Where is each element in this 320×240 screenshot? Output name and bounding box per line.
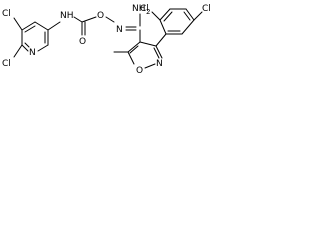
atom-o-isoxazole: O: [136, 66, 143, 76]
bond: [37, 44, 49, 52]
atom-cl-phenyl-left: Cl: [140, 4, 149, 14]
bond: [73, 16, 83, 23]
double-bond: [129, 45, 139, 54]
bond: [13, 17, 23, 31]
molecule-structure: Cl Cl N NH O O N NH 2 O N Cl Cl: [0, 0, 224, 91]
bond: [155, 33, 167, 47]
atom-cl-pyridine-top: Cl: [2, 9, 11, 19]
bond: [185, 8, 195, 21]
bond: [139, 41, 157, 47]
double-bond: [153, 47, 160, 59]
atom-nh2-subscript: 2: [146, 8, 150, 16]
double-bond: [163, 11, 173, 22]
bond: [159, 19, 167, 35]
bond: [127, 51, 135, 65]
bond: [127, 41, 141, 53]
bond: [159, 8, 171, 21]
bond: [181, 19, 195, 35]
bond: [105, 16, 115, 23]
bond: [47, 21, 61, 31]
bond: [21, 44, 29, 52]
phenyl-ring: [159, 8, 195, 35]
atom-nh2-amidine: NH: [132, 4, 146, 14]
pyridine-ring: [21, 21, 49, 52]
atom-o-carbonyl: O: [79, 37, 86, 47]
atom-cl-pyridine-bottom: Cl: [2, 59, 11, 69]
structure-drawing: Cl Cl N NH O O N NH 2 O N Cl Cl: [2, 4, 211, 76]
atom-n-isoxazole: N: [156, 59, 163, 69]
bond: [13, 44, 23, 58]
bond: [34, 21, 49, 31]
bond: [81, 16, 97, 23]
atom-cl-phenyl-right: Cl: [202, 4, 211, 14]
atom-n-pyridine: N: [29, 48, 36, 58]
atom-o-ether: O: [97, 11, 104, 21]
atom-nh-carbamate: NH: [60, 11, 74, 21]
bond: [21, 21, 36, 31]
double-bond: [183, 11, 191, 21]
isoxazole-ring: [127, 41, 163, 69]
atom-n-oxime: N: [116, 25, 123, 35]
bond: [151, 11, 161, 21]
double-bond: [24, 42, 30, 48]
bond: [155, 45, 163, 59]
bond: [144, 63, 156, 69]
double-bond: [24, 25, 36, 33]
bond: [193, 11, 203, 21]
